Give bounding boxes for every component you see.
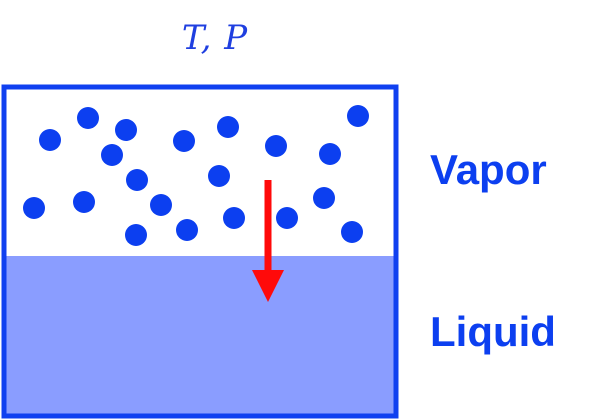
molecule (150, 194, 172, 216)
liquid-region (6, 256, 394, 414)
container (1, 84, 399, 419)
molecule (313, 187, 335, 209)
molecule (115, 119, 137, 141)
molecule (101, 144, 123, 166)
molecule (319, 143, 341, 165)
liquid-label: Liquid (430, 308, 556, 355)
molecule (126, 169, 148, 191)
molecule (39, 129, 61, 151)
molecule (347, 105, 369, 127)
molecule (73, 191, 95, 213)
molecule (217, 116, 239, 138)
molecule (208, 165, 230, 187)
vapor-label: Vapor (430, 146, 547, 193)
molecule (223, 207, 245, 229)
conditions-label: T, P (181, 18, 249, 58)
molecule (23, 197, 45, 219)
arrow-head (252, 270, 284, 302)
molecule (176, 219, 198, 241)
molecule (77, 107, 99, 129)
molecule (341, 221, 363, 243)
molecule (265, 135, 287, 157)
vapor-molecules (23, 105, 369, 246)
condensation-arrow (252, 180, 284, 302)
molecule (173, 130, 195, 152)
molecule (276, 207, 298, 229)
molecule (125, 224, 147, 246)
